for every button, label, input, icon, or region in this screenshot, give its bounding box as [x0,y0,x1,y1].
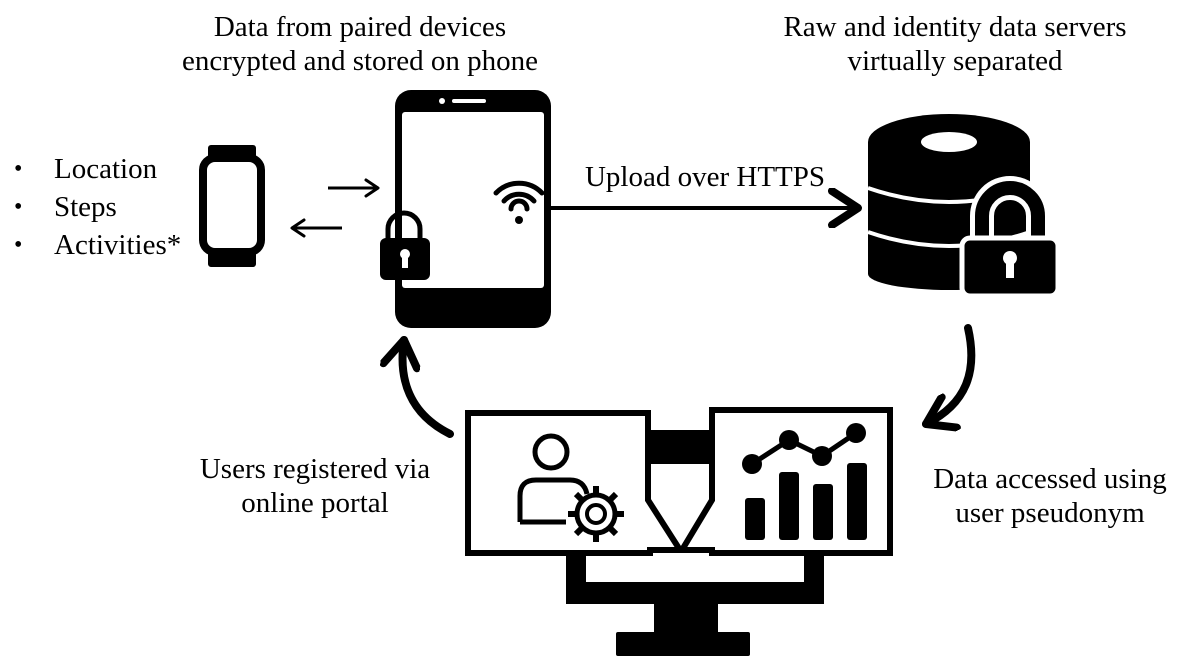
bar-line-chart-icon [742,423,867,540]
server-caption-line-2: virtually separated [847,45,1063,77]
smartwatch-icon [199,145,265,267]
lock-icon [959,176,1061,299]
phone-caption-line-1: Data from paired devices [213,11,507,43]
database-server-icon [867,114,1031,290]
list-item: Activities* [14,226,181,264]
server-caption-line-1: Raw and identity data servers [783,11,1127,43]
list-item: Steps [14,188,181,226]
portal-caption: Users registered via online portal [160,452,470,520]
monitor-icon [566,430,824,656]
data-type-list: Location Steps Activities* [14,150,181,264]
upload-label: Upload over HTTPS [584,161,826,193]
access-arrow [922,324,976,424]
smartphone-icon [395,90,551,328]
phone-caption-line-2: encrypted and stored on phone [182,45,538,77]
portal-caption-line-1: Users registered via [199,453,431,485]
access-caption-line-1: Data accessed using [933,463,1167,495]
wifi-icon [493,180,545,224]
access-caption-line-2: user pseudonym [955,497,1145,529]
server-caption: Raw and identity data servers virtually … [720,10,1190,78]
list-item: Location [14,150,181,188]
portal-caption-line-2: online portal [241,487,389,519]
lock-icon [380,210,430,280]
phone-caption: Data from paired devices encrypted and s… [150,10,570,78]
access-caption: Data accessed using user pseudonym [900,462,1200,530]
register-arrow [403,336,454,438]
user-settings-icon [517,433,624,542]
sync-arrows [290,178,380,238]
